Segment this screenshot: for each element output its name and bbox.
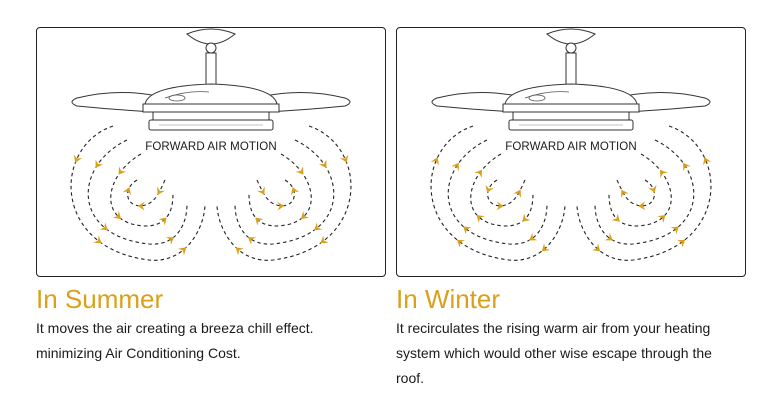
airflow-loop [576,125,712,261]
airflow-arrow-icon [657,215,666,224]
airflow-arrow-icon [122,187,132,196]
airflow-loop [447,139,548,245]
airflow-arrow-icon [592,243,601,252]
ceiling-fan-icon [70,28,352,261]
airflow-arrow-icon [683,162,691,172]
airflow-arrow-icon [235,247,244,256]
fan-body [431,28,711,131]
airflow-arrow-icon [476,215,485,224]
airflow-arrow-icon [99,222,108,231]
airflow-loop [430,125,566,261]
airflow-arrow-icon [659,169,668,179]
airflow-arrow-icon [137,201,145,211]
airflow-arrow-icon [496,201,504,211]
airflow-arrow-icon [257,186,265,195]
winter-description: It recirculates the rising warm air from… [396,320,712,386]
airflow-arrow-icon [95,159,104,168]
airflow-arrow-icon [522,213,531,222]
airflow-arrow-icon [158,217,167,226]
airflow-arrow-icon [118,166,127,175]
airflow-arrow-icon [93,235,102,244]
airflow-arrow-icon [529,232,538,241]
airflow-arrow-icon [247,237,257,245]
airflow-loop [248,153,312,227]
airflow-arrow-icon [430,157,439,166]
airflow-arrow-icon [178,247,187,256]
winter-heading: In Winter [396,284,501,314]
fan-body [71,28,351,131]
airflow-loop [594,139,695,245]
summer-description: It moves the air creating a breeza chill… [36,320,314,361]
airflow-arrow-icon [703,157,712,166]
airflow-arrow-icon [255,217,264,226]
airflow-loop [608,153,672,227]
airflow-arrow-icon [290,187,300,196]
airflow-arrow-icon [157,186,165,195]
airflow-arrow-icon [638,201,646,211]
airflow-loop [70,125,206,261]
airflow-arrow-icon [318,159,327,168]
summer-diagram-panel: FORWARD AIR MOTION [36,27,386,277]
airflow-arrow-icon [485,184,494,193]
airflow-arrow-icon [463,226,472,235]
airflow-arrow-icon [474,169,483,179]
airflow-arrow-icon [676,239,686,248]
airflow-arrow-icon [670,226,679,235]
airflow-loop [110,153,174,227]
airflow-arrow-icon [339,154,349,163]
airflow-arrow-icon [451,162,459,172]
airflow-arrow-icon [541,243,550,252]
airflow-arrow-icon [648,184,657,193]
airflow-arrow-icon [295,166,304,175]
air-motion-label: FORWARD AIR MOTION [145,141,277,153]
airflow-arrow-icon [620,189,629,198]
airflow-loops [70,125,352,261]
summer-heading: In Summer [36,284,164,314]
airflow-arrow-icon [456,239,466,248]
airflow-arrow-icon [73,154,83,163]
airflow-loops [430,125,712,261]
airflow-arrow-icon [513,189,522,198]
airflow-arrow-icon [112,210,122,219]
airflow-arrow-icon [300,210,310,219]
air-motion-label: FORWARD AIR MOTION [505,141,637,153]
airflow-arrow-icon [165,237,175,245]
airflow-arrow-icon [314,222,323,231]
ceiling-fan-icon [430,28,712,261]
winter-diagram-panel: FORWARD AIR MOTION [396,27,746,277]
airflow-loop [470,153,534,227]
airflow-arrow-icon [320,235,329,244]
airflow-arrow-icon [277,201,285,211]
airflow-arrow-icon [604,232,613,241]
airflow-arrow-icon [611,213,620,222]
airflow-loop [216,125,352,261]
